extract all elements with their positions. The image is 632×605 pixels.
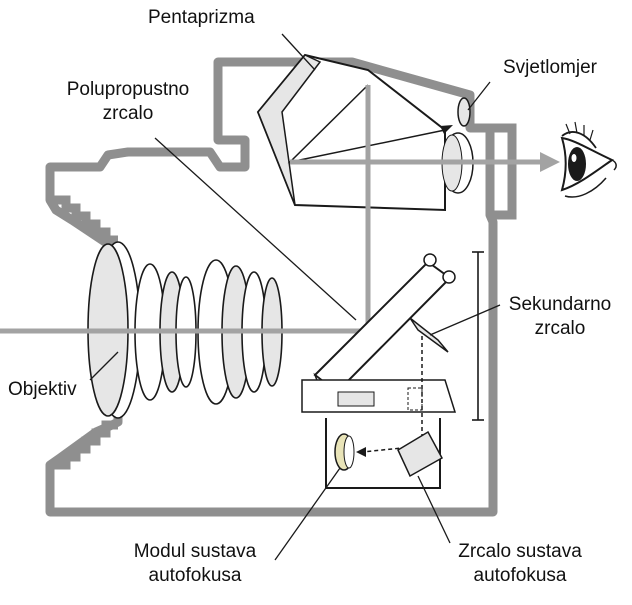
af-shutter-block [337,391,375,407]
pentaprism-face [257,54,322,206]
af-mirror [397,430,444,478]
light-meter-cell [457,97,471,127]
label-af-mirror-line2: autofokusa [473,565,567,586]
af-light-arrowhead [356,447,366,457]
label-semi-mirror-line2: zrcalo [102,103,154,124]
eyepiece-bracket [490,123,517,220]
leader-lines [89,33,501,561]
main-mirror-assembly [313,253,456,403]
label-semi-mirror-line1: Polupropustno [66,79,190,100]
label-af-mirror-line1: Zrcalo sustava [458,541,582,562]
label-secondary-mirror-line2: zrcalo [534,318,586,339]
label-objective: Objektiv [8,379,77,400]
af-aperture [407,387,423,411]
prism-ray-arrowhead [440,125,453,134]
label-secondary-mirror-line1: Sekundarno [508,294,612,315]
label-af-module-line1: Modul sustava [133,541,257,562]
af-housing-plate [301,379,457,413]
eye-icon [560,121,617,198]
label-pentaprism: Pentaprizma [148,7,255,28]
af-light-path [361,336,423,453]
light-ray-arrowhead [540,152,560,172]
label-af-module-line2: autofokusa [148,565,242,586]
label-light-meter: Svjetlomjer [503,57,597,78]
lens-barrel-upper [50,195,118,245]
lens-barrel-lower [50,420,118,470]
secondary-mirror [409,317,449,353]
